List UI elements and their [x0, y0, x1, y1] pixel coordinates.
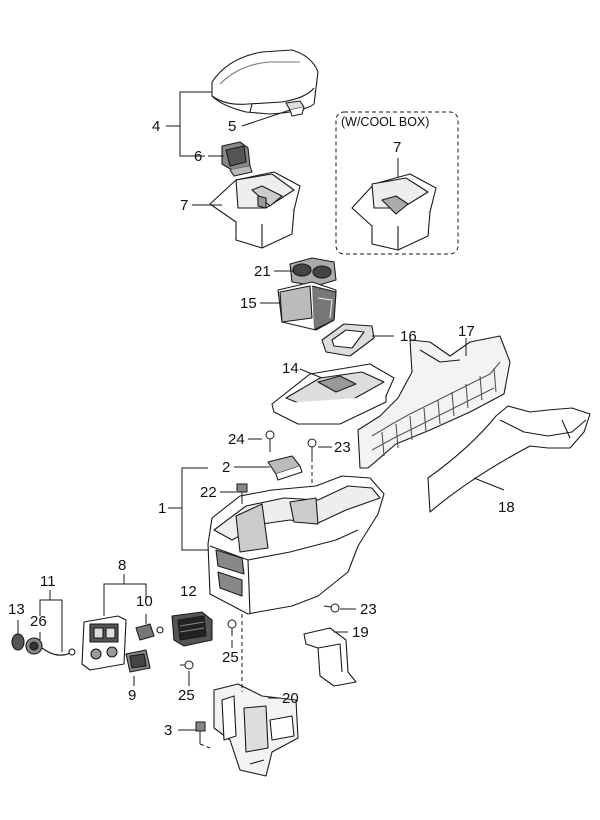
armrest-lid [212, 50, 318, 114]
callout-26: 26 [30, 613, 47, 630]
callout-15: 15 [240, 295, 257, 312]
switch-panel [82, 616, 126, 670]
callout-7-cool-box: 7 [393, 139, 401, 156]
callout-8: 8 [118, 557, 126, 574]
callout-20: 20 [282, 690, 299, 707]
upper-bracket [268, 456, 302, 480]
lower-bracket [214, 684, 298, 776]
callout-19: 19 [352, 624, 369, 641]
console-upper-cover [272, 364, 394, 424]
callout-3: 3 [164, 722, 172, 739]
screw-24 [265, 430, 275, 452]
callout-21: 21 [254, 263, 271, 280]
callout-17: 17 [458, 323, 475, 340]
storage-tray [210, 172, 300, 248]
callout-13: 13 [8, 601, 25, 618]
callout-10: 10 [136, 593, 153, 610]
screw-22 [236, 483, 248, 504]
callout-11: 11 [40, 573, 56, 590]
screw-23-bottom [323, 603, 340, 613]
callout-4: 4 [152, 118, 160, 135]
screw-25-bottom [180, 660, 194, 670]
callout-18: 18 [498, 499, 515, 516]
rear-vent [172, 612, 212, 646]
callout-23-top: 23 [334, 439, 351, 456]
storage-tray-cool-box [352, 174, 436, 250]
callout-1: 1 [158, 500, 166, 517]
power-socket [12, 634, 75, 655]
callout-6: 6 [194, 148, 202, 165]
callout-labels: 4 5 6 7 (W/COOL BOX) 7 21 15 16 17 14 24… [8, 115, 515, 739]
switch-knob [136, 624, 163, 640]
callout-23-bottom: 23 [360, 601, 377, 618]
callout-12: 12 [180, 583, 197, 600]
console-body [208, 476, 384, 614]
screw-23-top [307, 438, 317, 458]
screw-3 [195, 721, 206, 744]
callout-2: 2 [222, 459, 230, 476]
callout-14: 14 [282, 360, 299, 377]
callout-24: 24 [228, 431, 245, 448]
callout-9: 9 [128, 687, 136, 704]
lid-hinge-clip [286, 101, 304, 116]
socket-cover [126, 650, 150, 672]
cool-box-note: (W/COOL BOX) [341, 115, 429, 129]
lower-side-panel [428, 406, 590, 512]
callout-16: 16 [400, 328, 417, 345]
cup-holder-bezel [322, 324, 374, 356]
callout-22: 22 [200, 484, 217, 501]
ashtray [278, 282, 336, 330]
callout-7: 7 [180, 197, 188, 214]
callout-25-bottom: 25 [178, 687, 195, 704]
mounting-bracket [304, 628, 356, 686]
side-trim-panel [358, 336, 510, 468]
cup-holder [290, 258, 336, 286]
screw-25-top [227, 619, 237, 636]
callout-5: 5 [228, 118, 236, 135]
lid-latch [222, 142, 252, 176]
callout-25-top: 25 [222, 649, 239, 666]
